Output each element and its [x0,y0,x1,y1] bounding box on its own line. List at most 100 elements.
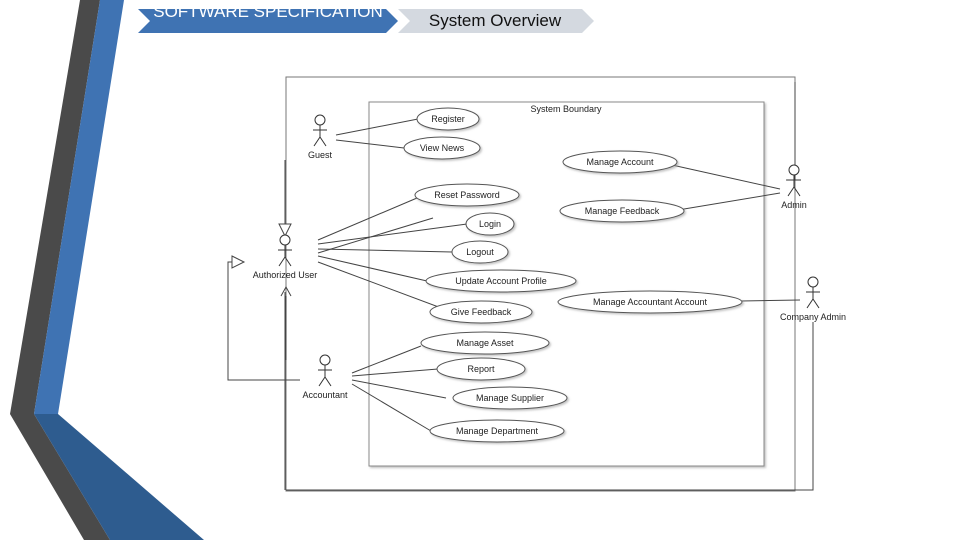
generalization-arrow [231,255,246,269]
use-case-manage-accountant-account[interactable]: Manage Accountant Account [557,290,743,314]
actor-leg [806,298,814,309]
use-case-label: View News [420,143,465,153]
use-case-give-feedback[interactable]: Give Feedback [429,300,533,324]
association-line [671,164,781,190]
breadcrumb-system-overview[interactable]: System Overview [428,11,562,30]
use-case-ellipse [451,240,509,264]
association-line [317,261,453,313]
association-line [740,299,801,302]
use-case-ellipse [559,199,685,223]
actor-guest[interactable]: Guest [308,114,333,160]
actor-head [314,114,326,126]
association-line [335,139,405,149]
generalization-line [227,261,300,381]
use-case-ellipse [420,331,550,355]
dark-stripe-lower [10,414,110,540]
company-admin-connector [286,322,814,491]
use-case-logout[interactable]: Logout [451,240,509,264]
use-case-label: Manage Supplier [476,393,544,403]
navy-stripe-lower [34,414,204,540]
blue-stripe [34,0,124,414]
actor-leg [319,136,327,147]
use-case-label: Manage Asset [456,338,514,348]
actor-head [788,164,800,176]
use-case-ellipse [557,290,743,314]
actor-leg [278,256,286,267]
use-case-login[interactable]: Login [465,212,515,236]
use-case-ellipse [429,300,533,324]
actor-leg [284,256,292,267]
use-case-ellipse [465,212,515,236]
actor-label: Guest [308,150,333,160]
use-case-ellipse [403,136,481,160]
use-case-ellipse [562,150,678,174]
use-case-register[interactable]: Register [416,107,480,131]
use-case-manage-department[interactable]: Manage Department [429,419,565,443]
association-line [351,383,432,432]
use-case-ellipse [429,419,565,443]
use-case-label: Give Feedback [451,307,512,317]
association-line [317,255,428,282]
actor-head [279,234,291,246]
use-case-ellipse [452,386,568,410]
actor-label: Company Admin [780,312,846,322]
use-case-ellipse [436,357,526,381]
actor-leg [318,376,326,387]
actor-label: Authorized User [253,270,318,280]
use-case-ellipse [416,107,480,131]
use-case-manage-asset[interactable]: Manage Asset [420,331,550,355]
actor-leg [324,376,332,387]
use-case-update-profile[interactable]: Update Account Profile [425,269,577,293]
generalization-arrow [278,223,292,238]
use-case-report[interactable]: Report [436,357,526,381]
generalization-arrow [280,285,292,297]
system-boundary-label: System Boundary [530,104,602,114]
use-case-manage-feedback[interactable]: Manage Feedback [559,199,685,223]
association-line [671,192,781,212]
breadcrumb-shape-1 [138,9,398,33]
association-line [317,223,468,245]
dark-stripe [10,0,100,414]
association-lines [227,82,814,491]
use-case-label: Register [431,114,465,124]
use-case-label: Manage Feedback [585,206,660,216]
actor-leg [793,186,801,197]
association-line [351,379,447,399]
actor-leg [812,298,820,309]
actor-authorized[interactable]: Authorized User [253,234,318,280]
breadcrumb-software-specification[interactable]: SOFTWARE SPECIFICATION [138,9,398,33]
diagram-frame [285,76,796,492]
use-case-label: Manage Accountant Account [593,297,708,307]
actor-label: Admin [781,200,807,210]
use-case-label: Logout [466,247,494,257]
use-case-manage-supplier[interactable]: Manage Supplier [452,386,568,410]
use-case-label: Update Account Profile [455,276,547,286]
use-case-view-news[interactable]: View News [403,136,481,160]
breadcrumb-left-label: SOFTWARE SPECIFICATION [153,9,383,21]
use-case-label: Login [479,219,501,229]
actor-accountant[interactable]: Accountant [302,354,348,400]
breadcrumb-shape-2 [398,9,594,33]
actor-head [807,276,819,288]
actor-company-admin[interactable]: Company Admin [780,276,846,322]
use-case-ellipse [425,269,577,293]
actor-leg [313,136,321,147]
association-line [317,248,453,253]
association-line [317,217,434,254]
actor-admin[interactable]: Admin [781,164,807,210]
use-case-label: Reset Password [434,190,500,200]
association-line [351,368,439,377]
actor-label: Accountant [302,390,348,400]
use-case-label: Report [467,364,495,374]
use-case-manage-account[interactable]: Manage Account [562,150,678,174]
actor-leg [787,186,795,197]
use-case-ellipse [414,183,520,207]
use-case-label: Manage Department [456,426,539,436]
actor-head [319,354,331,366]
use-case-reset-password[interactable]: Reset Password [414,183,520,207]
use-case-label: Manage Account [586,157,654,167]
